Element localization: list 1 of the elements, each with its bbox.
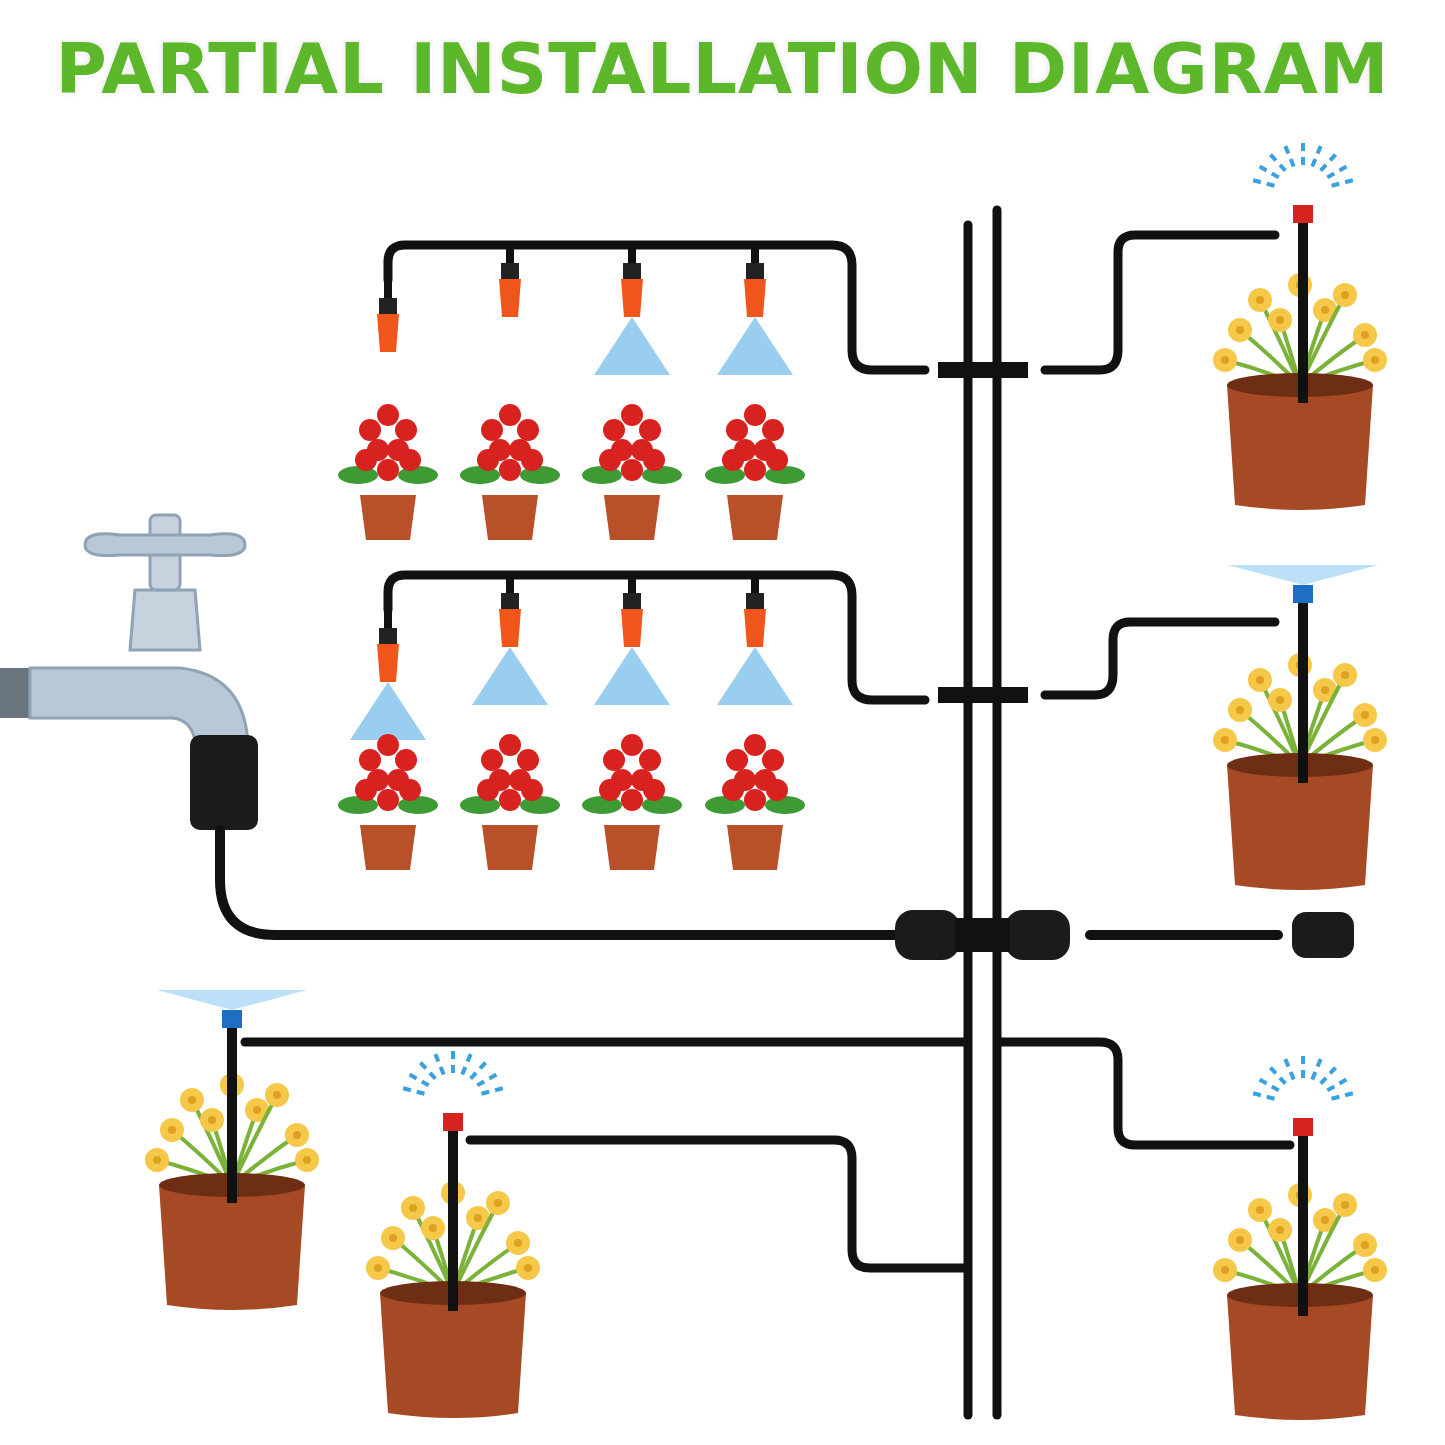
diagram-title: PARTIAL INSTALLATION DIAGRAM xyxy=(55,28,1390,110)
